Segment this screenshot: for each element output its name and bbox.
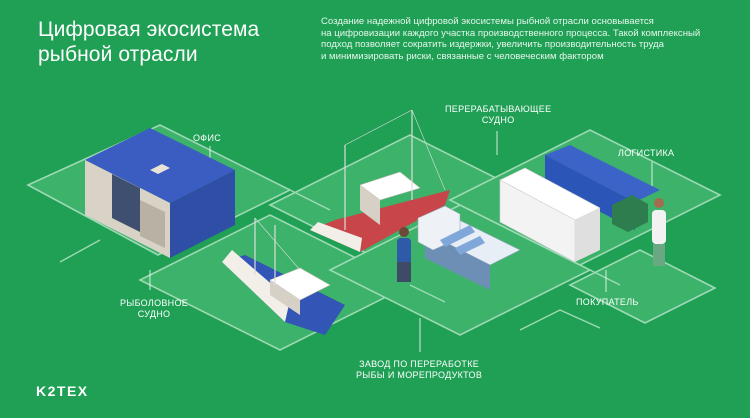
brand-logo: K2TEX [36,383,89,399]
office-building [85,128,235,258]
label-buyer: ПОКУПАТЕЛЬ [576,297,639,307]
label-processing-vessel: ПЕРЕРАБАТЫВАЮЩЕЕ СУДНО [445,104,552,125]
label-office: ОФИС [193,133,222,143]
description-line: подход позволяет сократить издержки, уве… [321,39,664,51]
description-line: и минимизировать риски, связанные с чело… [321,50,604,62]
page-title: Цифровая экосистема рыбной отрасли [38,17,259,67]
description: Создание надежной цифровой экосистемы ры… [321,16,726,62]
fishing-vessel [222,217,345,335]
title-line: Цифровая экосистема [38,18,260,41]
title-line: рыбной отрасли [38,43,198,66]
label-fishing-vessel: РЫБОЛОВНОЕ СУДНО [120,298,189,319]
description-line: Создание надежной цифровой экосистемы ры… [321,16,654,27]
platform-buyer [568,249,717,324]
processing-vessel [310,109,450,252]
processing-plant [397,205,521,290]
leader-lines [149,131,653,352]
description-line: на цифровизации каждого участка производ… [321,27,701,39]
label-logistics: ЛОГИСТИКА [618,148,675,158]
label-processing-plant: ЗАВОД ПО ПЕРЕРАБОТКЕ РЫБЫ И МОРЕПРОДУКТО… [356,359,483,380]
logistics-containers [499,145,660,263]
buyer-figure [652,198,666,266]
